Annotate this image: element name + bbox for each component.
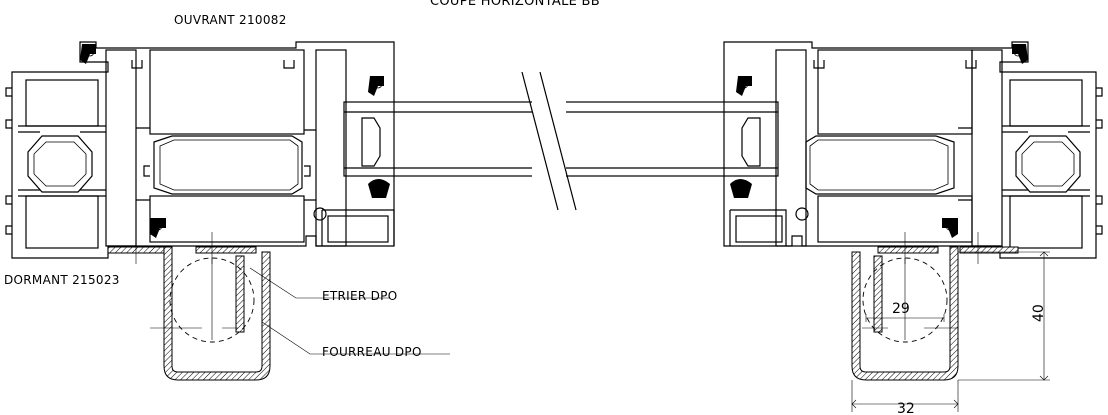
glass-panel	[343, 71, 779, 211]
diameter-dimension: 29	[892, 301, 910, 317]
dormant-label: DORMANT 215023	[4, 273, 120, 287]
width-dimension: 32	[897, 401, 915, 415]
right-assembly	[723, 41, 1103, 412]
drawing-title: COUPE HORIZONTALE BB	[430, 0, 600, 9]
ouvrant-label: OUVRANT 210082	[174, 13, 287, 27]
fourreau-label: FOURREAU DPO	[322, 345, 422, 359]
left-gaskets	[80, 44, 390, 238]
left-assembly	[5, 41, 450, 381]
height-dimension: 40	[1031, 304, 1047, 322]
etrier-label: ETRIER DPO	[322, 289, 397, 303]
right-gaskets	[730, 44, 1028, 238]
